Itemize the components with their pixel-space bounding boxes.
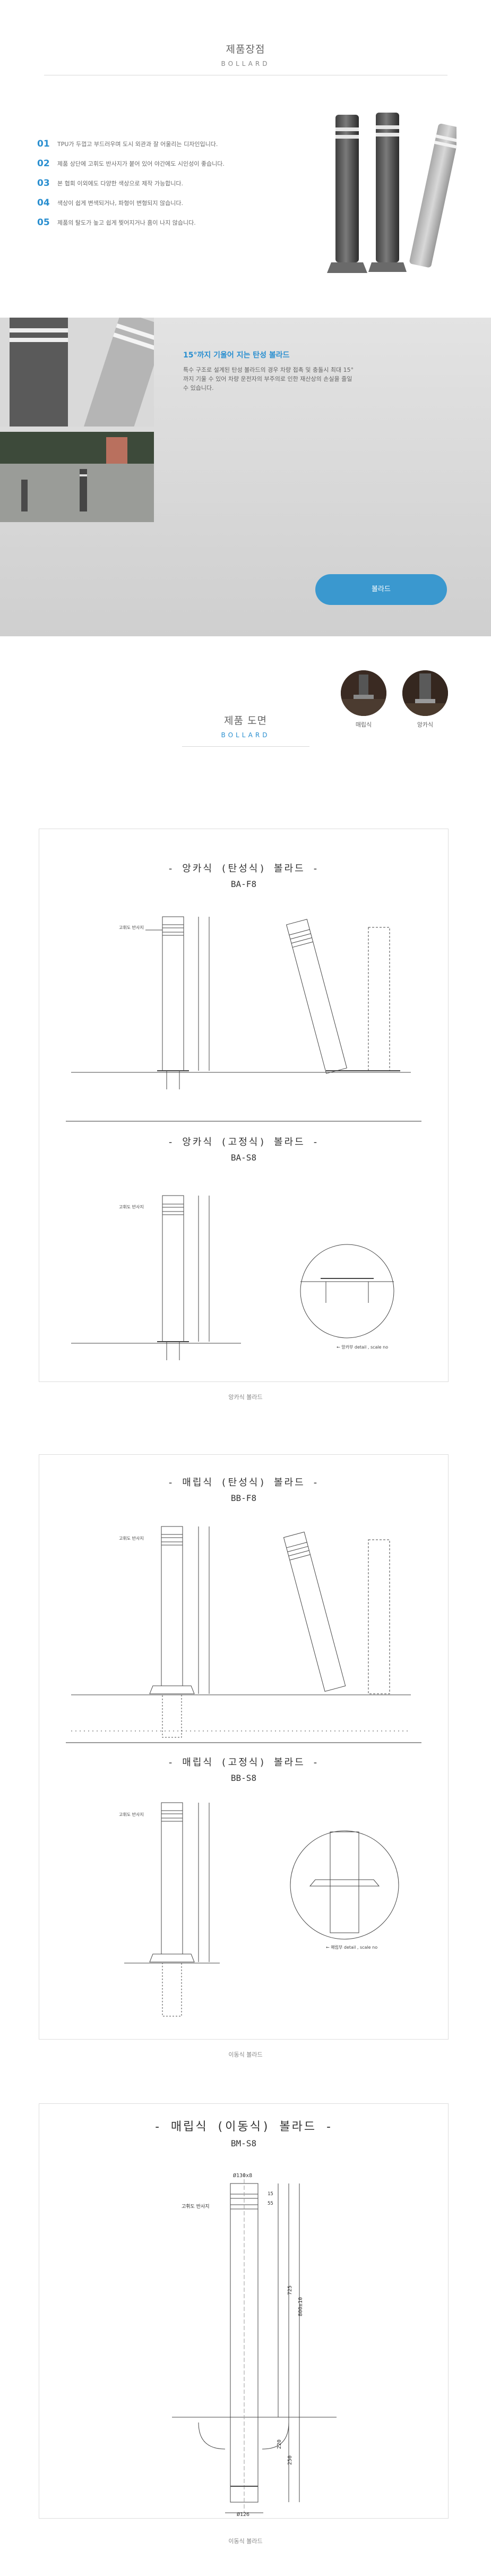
buried-technical-drawing: 고휘도 반사지 고휘도 반사지 ← 매립부 detail , scale no	[66, 1526, 421, 2017]
dim-band: 15	[268, 2191, 273, 2197]
spec-section-title: 제품장점 BOLLARD	[0, 41, 491, 75]
drawing-title: - 앙카식 (고정식) 볼라드 -	[167, 1137, 320, 1148]
reflector-label: 고휘도 반사지	[119, 1536, 144, 1541]
feature-item: 02 제품 상단에 고휘도 반사지가 붙어 있어 야간에도 시인성이 좋습니다.	[37, 157, 334, 170]
tilt-description: 특수 구조로 설계된 탄성 볼라드의 경우 차량 접촉 및 충돌시 최대 15°…	[183, 366, 354, 391]
drawing-model: BB-F8	[230, 1493, 257, 1503]
install-type-selector: 매립식 앙카식	[340, 670, 456, 734]
title-divider	[182, 746, 309, 747]
drawing-heading: - 매립식 (탄성식) 볼라드 - BB-F8	[39, 1475, 448, 1503]
panel-caption: 앙카식 볼라드	[228, 1394, 263, 1401]
feature-item: 03 본 협회 이외에도 다양한 색상으로 제작 가능합니다.	[37, 176, 334, 190]
reflector-label: 고휘도 반사지	[182, 2204, 210, 2210]
type-label: 앙카식	[417, 721, 434, 728]
panel-caption: 이동식 볼라드	[228, 2538, 263, 2545]
drawing-model: BM-S8	[230, 2138, 257, 2148]
drawing-heading: - 앙카식 (탄성식) 볼라드 - BA-F8	[39, 861, 448, 889]
feature-text: TPU가 두껍고 부드러우며 도시 외관과 잘 어울리는 디자인입니다.	[57, 141, 218, 148]
drawing-model: BA-F8	[230, 879, 257, 889]
spec-title-ko: 제품장점	[226, 44, 265, 55]
feature-text: 제품 상단에 고휘도 반사지가 붙어 있어 야간에도 시인성이 좋습니다.	[57, 160, 225, 167]
feature-number: 02	[37, 158, 50, 169]
drawing-title: - 매립식 (고정식) 볼라드 -	[167, 1757, 320, 1768]
feature-text: 본 협회 이외에도 다양한 색상으로 제작 가능합니다.	[57, 180, 183, 187]
panel-caption: 이동식 볼라드	[228, 2051, 263, 2058]
drawings-section-title: 제품 도면 BOLLARD	[0, 713, 491, 747]
feature-number: 05	[37, 217, 50, 228]
dim-depth: 250	[287, 2455, 293, 2465]
reflector-label: 고휘도 반사지	[119, 1204, 144, 1209]
feature-number: 03	[37, 178, 50, 189]
anchor-technical-drawing: 고휘도 반사지 고휘도 반사지 ← 앙카부 detail , scale no	[66, 916, 421, 1360]
feature-item: 04 색상이 쉽게 변색되거나, 파형이 변형되지 않습니다.	[37, 196, 334, 210]
bollard-button[interactable]: 볼라드	[315, 574, 447, 605]
feature-number: 01	[37, 139, 50, 149]
dim-top: Ø130x8	[233, 2172, 252, 2179]
dim-base: Ø126	[237, 2511, 249, 2518]
movable-technical-drawing: Ø130x8 고휘도 반사지 Ø126 800±10 725 220 250 5…	[172, 2172, 337, 2518]
drawing-title: - 매립식 (탄성식) 볼라드 -	[167, 1477, 320, 1488]
tilt-headline: 15°까지 기울어 지는 탄성 볼라드	[183, 351, 290, 360]
drawings-title-en: BOLLARD	[221, 731, 270, 739]
reflector-label: 고휘도 반사지	[119, 1812, 144, 1817]
feature-item: 05 제품의 탈도가 높고 쉽게 찢어지거나 흠이 나지 않습니다.	[37, 216, 334, 229]
drawing-model: BA-S8	[230, 1153, 257, 1163]
buried-drawing-panel: - 매립식 (탄성식) 볼라드 - BB-F8 - 매립식 (고정식) 볼라드 …	[39, 1454, 449, 2040]
anchor-drawing-panel: - 앙카식 (탄성식) 볼라드 - BA-F8 - 앙카식 (고정식) 볼라드 …	[39, 829, 449, 1382]
drawing-heading: - 매립식 (이동식) 볼라드 - BM-S8	[39, 2117, 448, 2148]
spec-title-en: BOLLARD	[221, 60, 270, 67]
type-label: 매립식	[355, 721, 372, 728]
bollard-install-photo	[0, 432, 154, 522]
dim-band-gap: 55	[268, 2201, 273, 2206]
drawing-model: BB-S8	[230, 1773, 257, 1783]
dim-embed: 220	[277, 2439, 282, 2449]
bollard-tilt-image	[0, 311, 167, 442]
drawings-title-ko: 제품 도면	[224, 715, 267, 727]
feature-text: 제품의 탈도가 높고 쉽게 찢어지거나 흠이 나지 않습니다.	[57, 219, 196, 226]
bollard-product-image	[297, 106, 460, 282]
tilt-feature-text: 15°까지 기울어 지는 탄성 볼라드 특수 구조로 설계된 탄성 볼라드의 경…	[183, 349, 358, 393]
feature-text: 색상이 쉽게 변색되거나, 파형이 변형되지 않습니다.	[57, 200, 183, 207]
feature-number: 04	[37, 198, 50, 208]
type-buried[interactable]: 매립식	[340, 670, 387, 729]
dim-total: 800±10	[298, 2297, 304, 2316]
movable-drawing-panel: - 매립식 (이동식) 볼라드 - BM-S8 Ø130x8 고휘도 반사지 Ø…	[39, 2103, 449, 2519]
drawing-heading: - 앙카식 (고정식) 볼라드 - BA-S8	[39, 1135, 448, 1163]
type-anchor[interactable]: 앙카식	[401, 670, 449, 729]
detail-note: ← 앙카부 detail , scale no	[337, 1344, 388, 1350]
drawing-title: - 매립식 (이동식) 볼라드 -	[153, 2120, 334, 2134]
tilt-feature-banner: 15°까지 기울어 지는 탄성 볼라드 특수 구조로 설계된 탄성 볼라드의 경…	[0, 311, 491, 636]
feature-item: 01 TPU가 두껍고 부드러우며 도시 외관과 잘 어울리는 디자인입니다.	[37, 137, 334, 151]
detail-note: ← 매립부 detail , scale no	[326, 1945, 377, 1950]
dim-height: 725	[287, 2285, 293, 2295]
feature-list: 01 TPU가 두껍고 부드러우며 도시 외관과 잘 어울리는 디자인입니다. 0…	[37, 137, 334, 235]
buried-type-image	[341, 670, 386, 716]
reflector-label: 고휘도 반사지	[119, 925, 144, 930]
anchor-type-image	[402, 670, 448, 716]
drawing-title: - 앙카식 (탄성식) 볼라드 -	[167, 863, 320, 874]
drawing-heading: - 매립식 (고정식) 볼라드 - BB-S8	[39, 1755, 448, 1783]
